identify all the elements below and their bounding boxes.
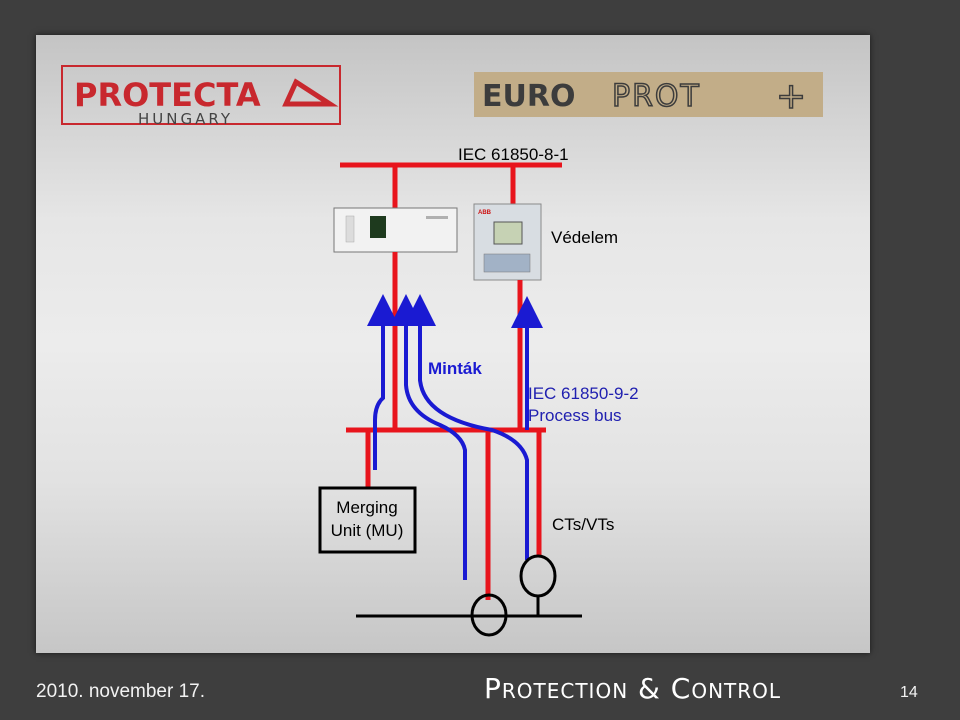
sample-arrow-1: [375, 310, 383, 470]
rack-device-panel: [346, 216, 354, 242]
protecta-arrow-icon: [286, 82, 330, 104]
station-bus-label: IEC 61850-8-1: [458, 145, 569, 164]
relay-device-display: [494, 222, 522, 244]
merging-unit-label-line1: Merging: [336, 498, 397, 517]
page-number: 14: [900, 684, 918, 702]
europrot-logo-text-prot: PROT: [612, 79, 701, 114]
merging-unit-label-line2: Unit (MU): [331, 521, 404, 540]
vt-symbol: [521, 556, 555, 596]
europrot-logo: EURO PROT +: [474, 72, 823, 117]
relay-brand-text: ABB: [478, 210, 492, 216]
europrot-plus-icon: +: [776, 76, 806, 117]
process-bus-label-line1: IEC 61850-9-2: [528, 384, 639, 403]
protecta-logo-text: PROTECTA: [74, 76, 261, 114]
rack-device: [334, 208, 457, 252]
process-bus-label-line2: Process bus: [528, 406, 622, 425]
relay-device-keypad: [484, 254, 530, 272]
europrot-logo-text-euro: EURO: [482, 79, 575, 114]
protection-label: Védelem: [551, 228, 618, 247]
ct-vt-label: CTs/VTs: [552, 515, 614, 534]
protecta-logo: PROTECTA HUNGARY: [62, 66, 340, 128]
footer-date: 2010. november 17.: [36, 681, 205, 703]
footer-title: Protection & Control: [484, 672, 781, 705]
rack-device-nameplate: [426, 216, 448, 219]
sample-arrow-3: [420, 310, 527, 560]
relay-device: ABB: [474, 204, 541, 280]
samples-label: Minták: [428, 359, 482, 378]
protecta-hungary-text: HUNGARY: [138, 110, 233, 128]
rack-device-screen: [370, 216, 386, 238]
